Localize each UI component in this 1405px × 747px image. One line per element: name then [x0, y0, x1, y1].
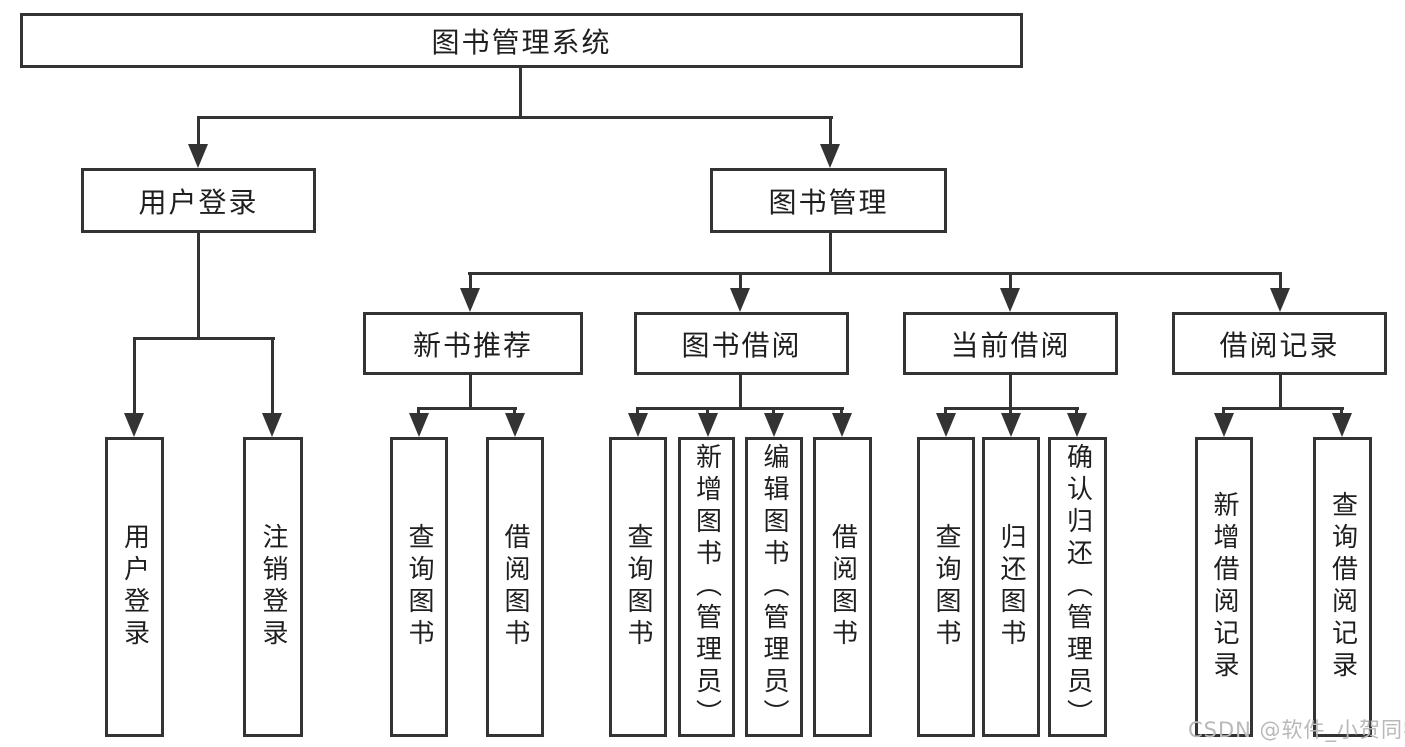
connector-vline [513, 407, 516, 417]
leaf-query-books-recommend: 查询图书 [390, 437, 448, 737]
leaf-edit-book-admin-label: 编辑图书（管理员） [759, 443, 789, 731]
connector-vline [706, 407, 709, 417]
node-borrowing-records: 借阅记录 [1172, 312, 1387, 375]
connector-vline [197, 233, 200, 340]
leaf-return-books-label: 归还图书 [996, 523, 1026, 651]
arrowhead-icon [1067, 413, 1087, 437]
connector-vline [1009, 272, 1012, 290]
leaf-borrow-books-recommend: 借阅图书 [486, 437, 544, 737]
leaf-user-login-label: 用户登录 [119, 523, 150, 651]
connector-vline [469, 375, 472, 410]
arrowhead-icon [1332, 413, 1352, 437]
watermark: CSDN @软件_小贺同学 [1188, 718, 1405, 742]
connector-vline [840, 407, 843, 417]
arrowhead-icon [698, 413, 718, 437]
node-current-borrowing: 当前借阅 [903, 312, 1118, 375]
connector-vline [469, 272, 472, 290]
leaf-add-book-admin-label: 新增图书（管理员） [691, 443, 722, 731]
arrowhead-icon [124, 413, 144, 437]
connector-hline [133, 337, 275, 340]
leaf-return-books: 归还图书 [982, 437, 1040, 737]
arrowhead-icon [460, 288, 480, 312]
connector-vline [271, 337, 274, 415]
arrowhead-icon [188, 144, 208, 168]
arrowhead-icon [1000, 288, 1020, 312]
arrowhead-icon [730, 288, 750, 312]
arrowhead-icon [262, 413, 282, 437]
node-book-management: 图书管理 [710, 168, 947, 233]
leaf-add-borrow-record-label: 新增借阅记录 [1209, 491, 1239, 683]
connector-vline [739, 375, 742, 410]
leaf-confirm-return-admin: 确认归还（管理员） [1048, 437, 1107, 737]
leaf-add-borrow-record: 新增借阅记录 [1195, 437, 1253, 737]
leaf-query-books-current-label: 查询图书 [931, 523, 961, 651]
arrowhead-icon [628, 413, 648, 437]
leaf-query-books-current: 查询图书 [917, 437, 975, 737]
connector-hline [197, 116, 833, 119]
leaf-query-books-borrowing-label: 查询图书 [623, 523, 653, 651]
node-library-system-label: 图书管理系统 [431, 25, 612, 59]
connector-vline [519, 66, 522, 118]
leaf-edit-book-admin: 编辑图书（管理员） [745, 437, 803, 737]
node-user-login-label: 用户登录 [138, 185, 259, 219]
connector-vline [772, 407, 775, 417]
leaf-borrow-books-recommend-label: 借阅图书 [500, 523, 530, 651]
leaf-query-books-recommend-label: 查询图书 [404, 523, 434, 651]
connector-vline [739, 272, 742, 290]
leaf-borrow-books-borrowing-label: 借阅图书 [827, 523, 858, 651]
leaf-logout: 注销登录 [243, 437, 303, 737]
connector-vline [636, 407, 639, 417]
connector-vline [1009, 407, 1012, 417]
node-current-borrowing-label: 当前借阅 [950, 328, 1071, 362]
connector-vline [1009, 375, 1012, 410]
node-library-system: 图书管理系统 [20, 13, 1023, 68]
arrowhead-icon [1270, 288, 1290, 312]
node-book-borrowing-label: 图书借阅 [681, 328, 802, 362]
node-book-management-label: 图书管理 [768, 185, 889, 219]
arrowhead-icon [764, 413, 784, 437]
connector-vline [1340, 407, 1343, 417]
connector-hline [1222, 407, 1344, 410]
arrowhead-icon [820, 144, 840, 168]
arrowhead-icon [1214, 413, 1234, 437]
leaf-query-borrow-record: 查询借阅记录 [1313, 437, 1372, 737]
leaf-user-login: 用户登录 [105, 437, 164, 737]
connector-vline [1279, 375, 1282, 410]
arrowhead-icon [505, 413, 525, 437]
connector-vline [133, 337, 136, 415]
node-book-borrowing: 图书借阅 [634, 312, 849, 375]
connector-vline [1222, 407, 1225, 417]
connector-vline [1279, 272, 1282, 290]
connector-vline [829, 233, 832, 275]
leaf-add-book-admin: 新增图书（管理员） [678, 437, 735, 737]
leaf-confirm-return-admin-label: 确认归还（管理员） [1062, 443, 1093, 731]
leaf-query-books-borrowing: 查询图书 [609, 437, 667, 737]
connector-hline [468, 272, 1282, 275]
node-new-book-recommend-label: 新书推荐 [412, 328, 533, 362]
leaf-query-borrow-record-label: 查询借阅记录 [1327, 491, 1358, 683]
arrowhead-icon [832, 413, 852, 437]
connector-vline [829, 116, 832, 148]
connector-hline [417, 407, 517, 410]
node-new-book-recommend: 新书推荐 [363, 312, 583, 375]
connector-vline [197, 116, 200, 148]
connector-vline [417, 407, 420, 417]
arrowhead-icon [409, 413, 429, 437]
leaf-borrow-books-borrowing: 借阅图书 [813, 437, 872, 737]
arrowhead-icon [1001, 413, 1021, 437]
node-user-login: 用户登录 [81, 168, 316, 233]
connector-hline [636, 407, 844, 410]
arrowhead-icon [936, 413, 956, 437]
connector-vline [1075, 407, 1078, 417]
connector-vline [944, 407, 947, 417]
leaf-logout-label: 注销登录 [258, 523, 288, 651]
node-borrowing-records-label: 借阅记录 [1219, 328, 1340, 362]
